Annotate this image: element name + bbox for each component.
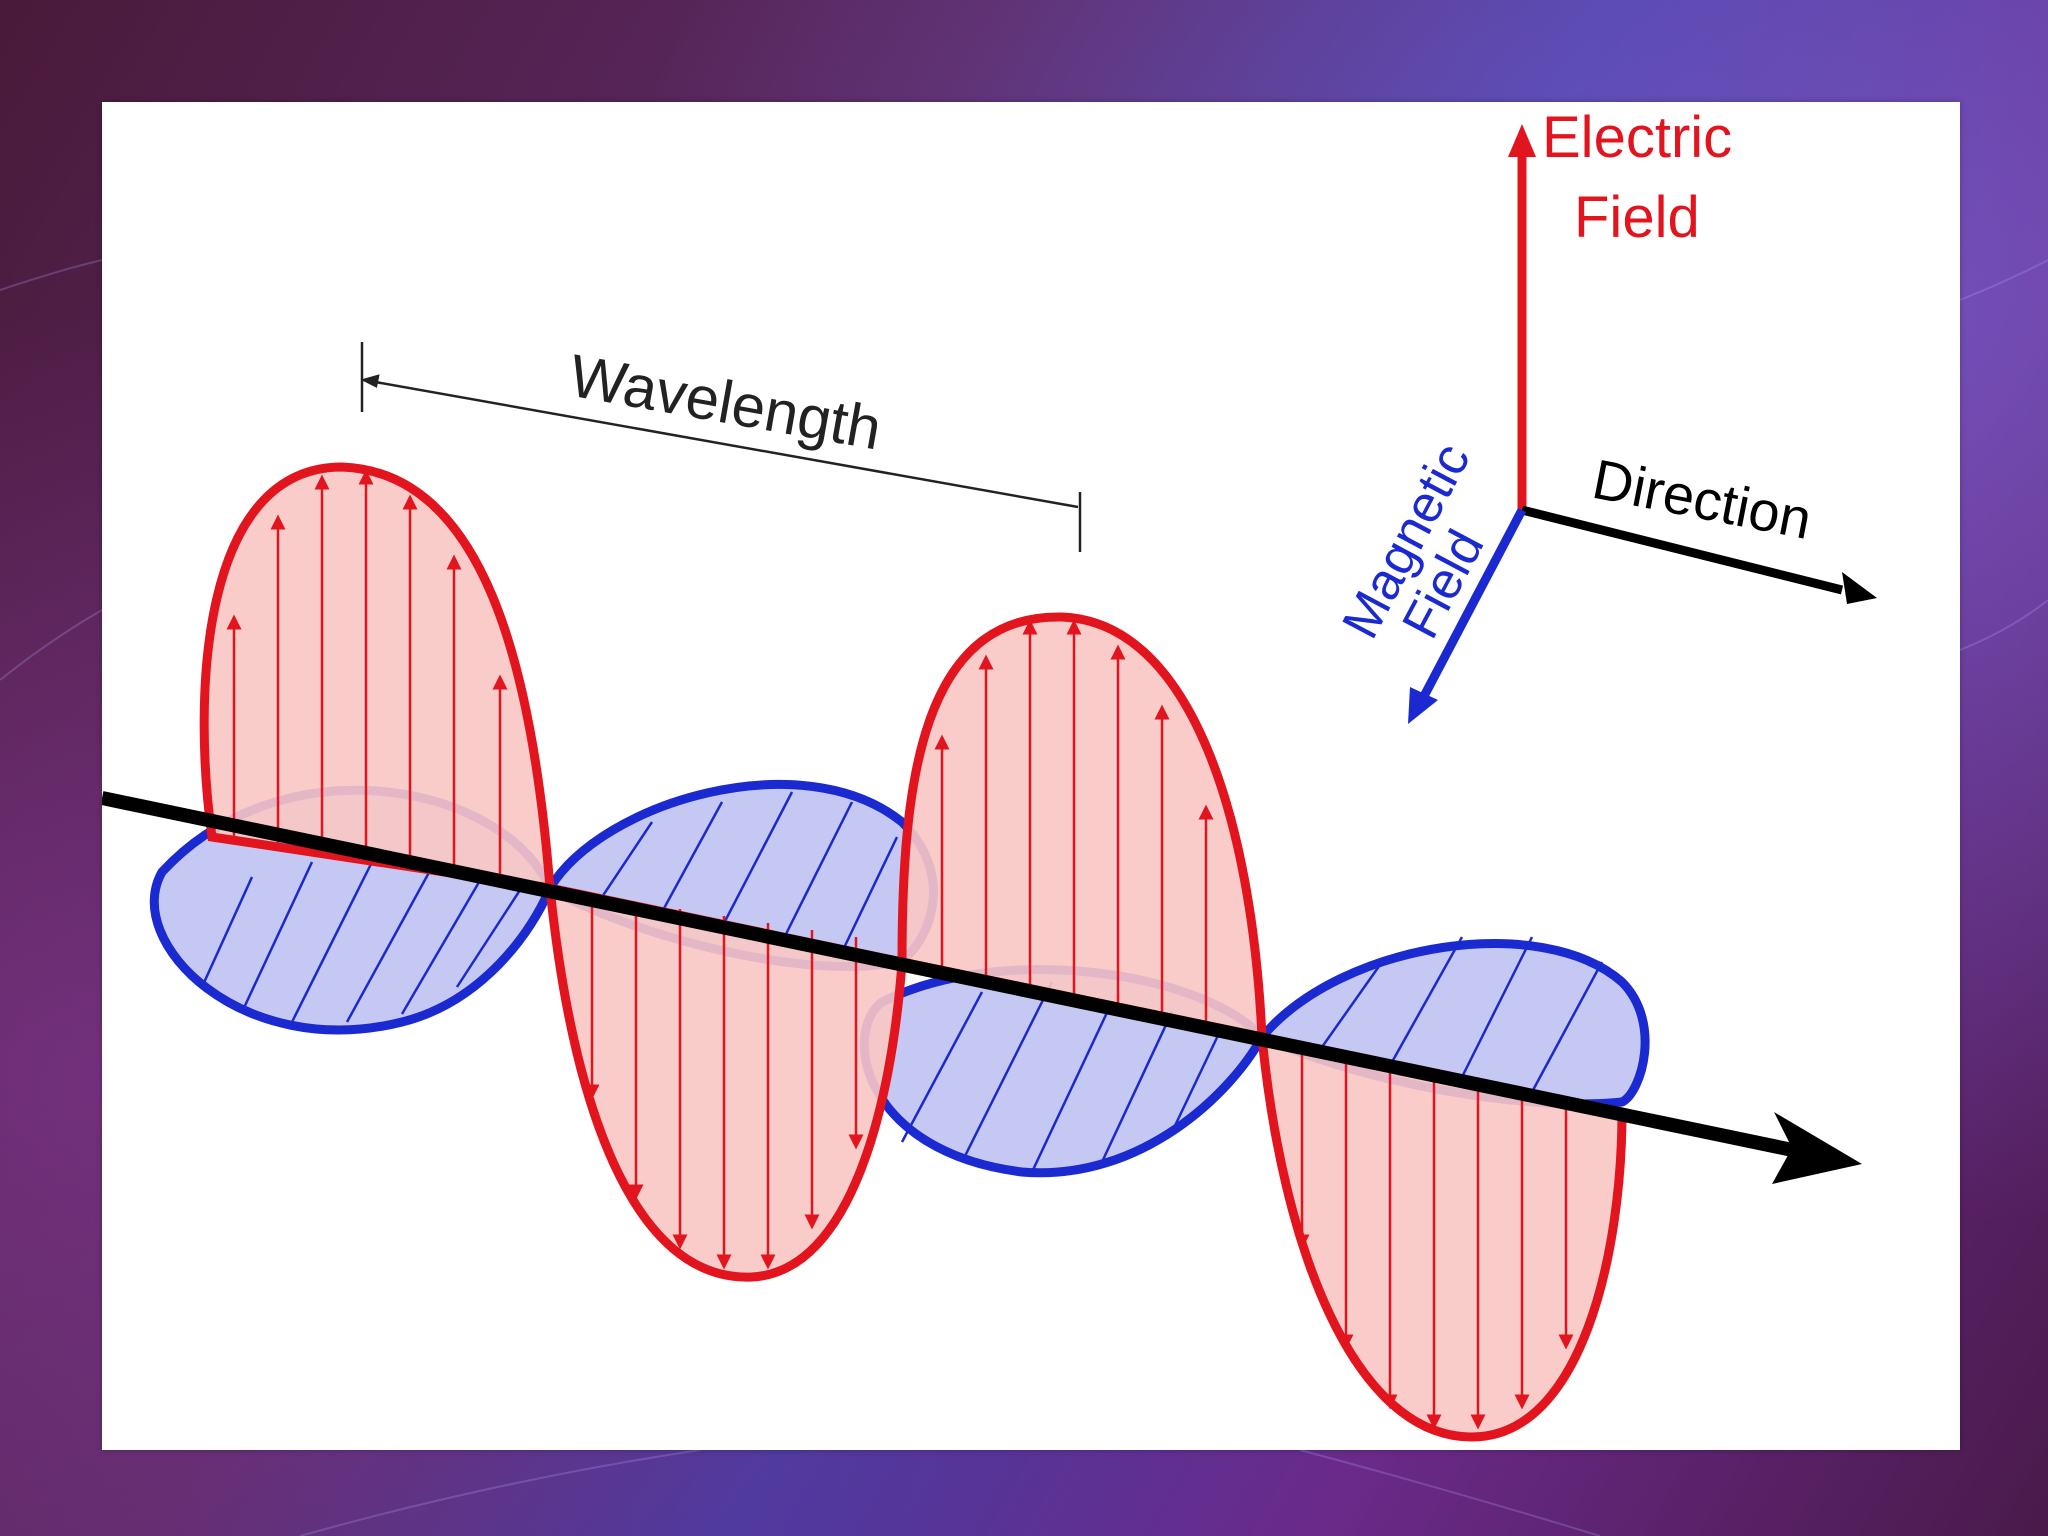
- electric-field-wave: [199, 462, 1627, 1442]
- field-axes-legend: [1408, 124, 1877, 724]
- diagram-panel: Wavelength: [102, 102, 1960, 1450]
- propagation-axis: [102, 791, 1862, 1184]
- wavelength-marker: [360, 342, 1082, 552]
- em-wave-diagram: Wavelength: [102, 105, 1877, 1442]
- electric-field-label-line2: Field: [1574, 185, 1700, 250]
- electric-field-label-line1: Electric: [1542, 105, 1732, 170]
